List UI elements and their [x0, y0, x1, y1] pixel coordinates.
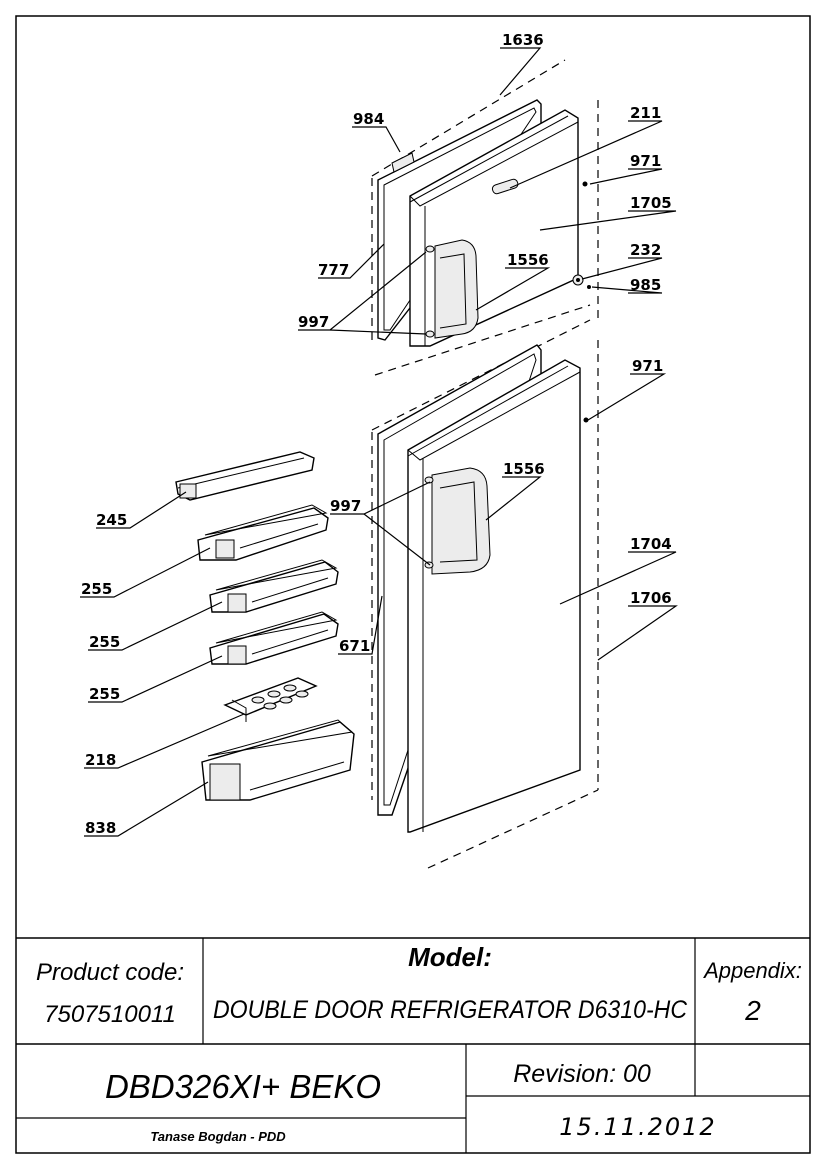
bottle-shelf	[201, 719, 355, 801]
callout-985: 985	[630, 276, 661, 294]
door-shelf-1	[197, 504, 329, 561]
callout-777: 777	[318, 261, 349, 279]
callout-numbers: 1636 984 211 971 1705 777 232 1556 985 9…	[81, 31, 672, 837]
callout-245: 245	[96, 511, 127, 529]
handle-cover	[425, 245, 435, 253]
door-plug-bottom	[583, 417, 589, 423]
callout-1706: 1706	[630, 589, 672, 607]
hinge-screw	[587, 285, 591, 289]
callout-1704: 1704	[630, 535, 672, 553]
callout-997: 997	[298, 313, 329, 331]
callout-1636: 1636	[502, 31, 544, 49]
appendix-number: 2	[744, 995, 761, 1026]
door-shelf-2	[209, 559, 339, 613]
revision: Revision: 00	[513, 1060, 651, 1088]
shelves	[175, 451, 355, 801]
door-shelf-3	[209, 611, 339, 665]
callout-1705: 1705	[630, 194, 672, 212]
date: 15.11.2012	[559, 1113, 716, 1141]
label-plate	[391, 152, 415, 173]
callout-997: 997	[330, 497, 361, 515]
egg-tray	[223, 677, 318, 722]
upper-door-handle	[434, 239, 479, 339]
title-block: Product code: 7507510011 Model: DOUBLE D…	[16, 937, 810, 1153]
handle-cover	[424, 561, 434, 569]
callout-984: 984	[353, 110, 384, 128]
callout-255: 255	[81, 580, 112, 598]
callout-218: 218	[85, 751, 116, 769]
callout-1556: 1556	[507, 251, 549, 269]
door-plug-top	[582, 181, 588, 187]
appendix-label: Appendix:	[702, 958, 802, 983]
leader-lines	[80, 47, 678, 837]
callout-211: 211	[630, 104, 661, 122]
dairy-cover	[175, 451, 315, 501]
callout-255: 255	[89, 633, 120, 651]
callout-971: 971	[632, 357, 663, 375]
product-code-label: Product code:	[36, 959, 184, 986]
callout-971: 971	[630, 152, 661, 170]
callout-671: 671	[339, 637, 370, 655]
product-code: 7507510011	[44, 1001, 176, 1028]
model-name: DOUBLE DOOR REFRIGERATOR D6310-HC	[213, 996, 688, 1024]
model-label: Model:	[408, 942, 492, 972]
lower-door-assembly	[371, 319, 599, 869]
lower-door-handle	[431, 467, 491, 575]
product-name: DBD326XI+ BEKO	[105, 1068, 381, 1105]
upper-door-assembly	[371, 59, 599, 376]
author: Tanase Bogdan - PDD	[150, 1129, 286, 1144]
callout-838: 838	[85, 819, 116, 837]
callout-232: 232	[630, 241, 661, 259]
upper-door-pocket	[491, 178, 519, 195]
callout-255: 255	[89, 685, 120, 703]
handle-cover	[425, 330, 435, 338]
sheet-border	[15, 15, 811, 1154]
callout-1556: 1556	[503, 460, 545, 478]
